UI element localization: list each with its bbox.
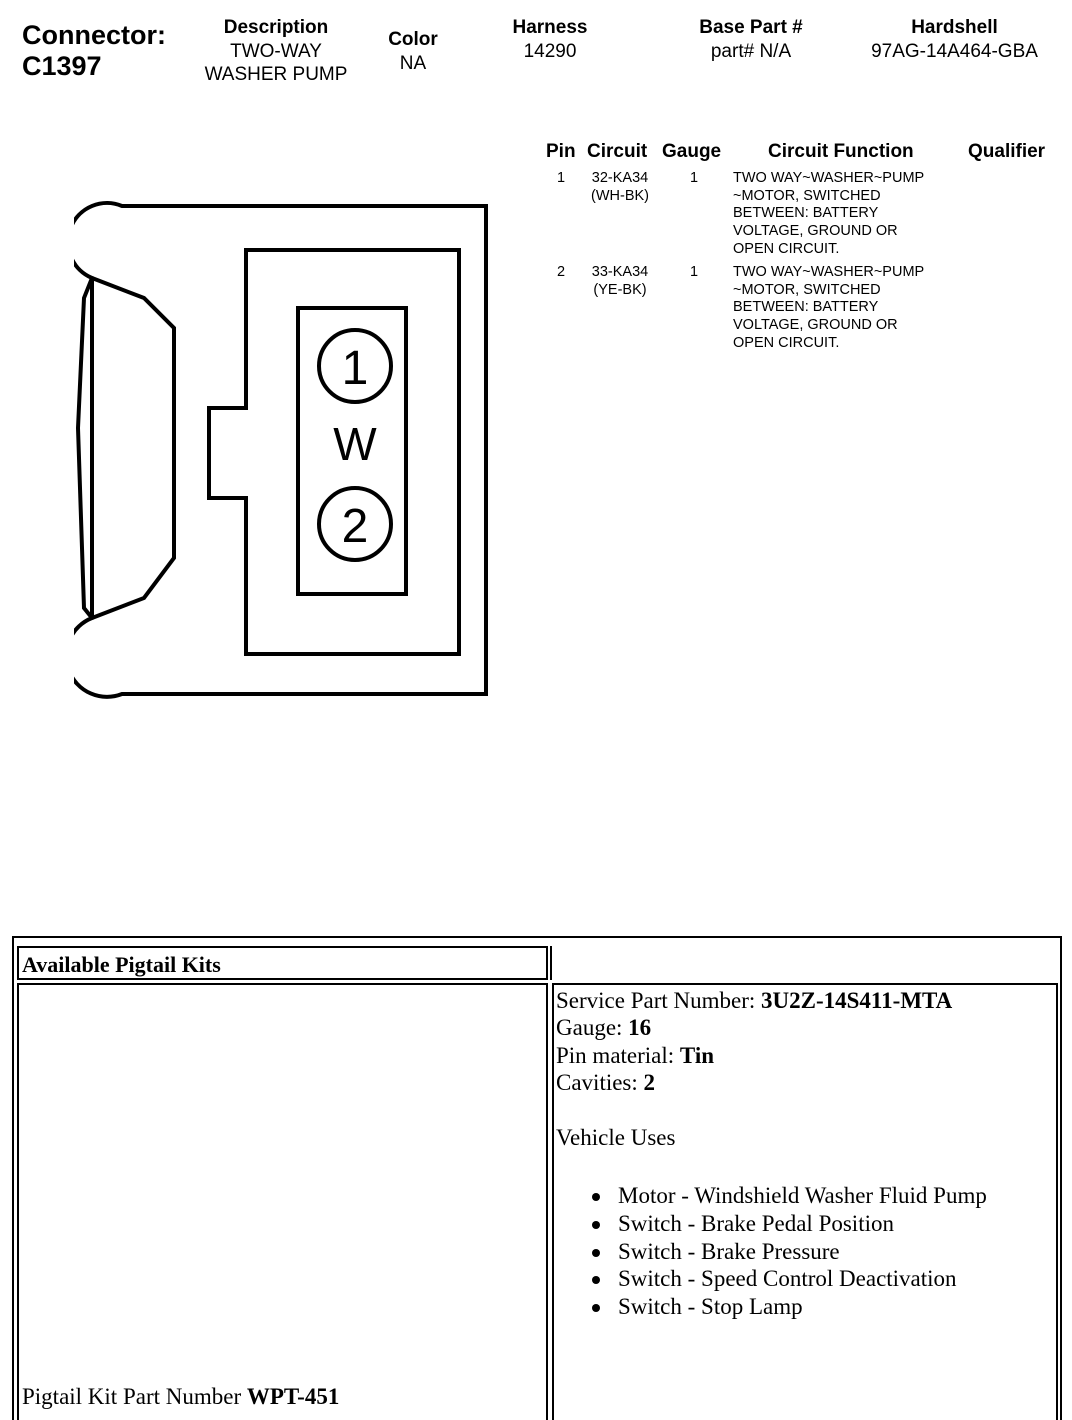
qualifier-header: Qualifier xyxy=(968,141,1046,162)
hardshell-column: Hardshell 97AG-14A464-GBA xyxy=(852,16,1057,63)
vehicle-use-text: Switch - Speed Control Deactivation xyxy=(618,1266,957,1292)
description-label: Description xyxy=(223,17,329,38)
row1-function: TWO WAY~WASHER~PUMP ~MOTOR, SWITCHED BET… xyxy=(733,170,924,259)
function-line: ~MOTOR, SWITCHED xyxy=(733,187,881,204)
base-part-label: Base Part # xyxy=(699,17,803,38)
row2-circuit-id: 33-KA34 xyxy=(591,264,649,280)
pin-2-label: 2 xyxy=(342,500,369,553)
kit-part-label: Pigtail Kit Part Number xyxy=(22,1384,247,1409)
connector-inner-housing xyxy=(207,248,461,656)
row2-function: TWO WAY~WASHER~PUMP ~MOTOR, SWITCHED BET… xyxy=(733,264,924,353)
connector-outer-shell xyxy=(74,201,488,699)
vehicle-uses-label: Vehicle Uses xyxy=(556,1125,676,1150)
bullet-icon xyxy=(592,1193,600,1201)
row2-circuit: 33-KA34 (YE-BK) xyxy=(585,264,655,299)
key-label: W xyxy=(333,418,377,470)
row1-circuit-id: 32-KA34 xyxy=(591,170,649,186)
vehicle-use-text: Switch - Stop Lamp xyxy=(618,1294,803,1320)
list-item: Switch - Brake Pressure xyxy=(590,1238,987,1266)
pigtail-kits-heading: Available Pigtail Kits xyxy=(17,946,548,980)
connector-label: Connector: xyxy=(22,20,166,50)
function-line: BETWEEN: BATTERY xyxy=(733,299,879,316)
pigtail-image-cell xyxy=(17,983,548,1420)
pin-material-label: Pin material: xyxy=(556,1043,680,1068)
harness-label: Harness xyxy=(512,17,588,38)
cavities-spec: Cavities: 2 xyxy=(556,1069,655,1097)
gauge-spec: Gauge: 16 xyxy=(556,1014,651,1042)
cavities-label: Cavities: xyxy=(556,1070,644,1095)
vehicle-use-text: Switch - Brake Pedal Position xyxy=(618,1210,894,1236)
function-line: TWO WAY~WASHER~PUMP xyxy=(733,170,925,186)
pin-material-value: Tin xyxy=(679,1043,715,1068)
cavities-value: 2 xyxy=(643,1070,656,1095)
connector-latch xyxy=(75,276,176,620)
list-item: Motor - Windshield Washer Fluid Pump xyxy=(590,1182,987,1210)
row2-circuit-color: (YE-BK) xyxy=(593,281,647,298)
description-line2: WASHER PUMP xyxy=(204,64,348,85)
connector-face-diagram: 1 2 W xyxy=(74,201,488,699)
function-line: OPEN CIRCUIT. xyxy=(733,240,840,257)
color-label: Color xyxy=(388,29,438,50)
bullet-icon xyxy=(592,1220,600,1229)
function-line: OPEN CIRCUIT. xyxy=(733,334,840,351)
row1-pin: 1 xyxy=(557,170,566,186)
pin-2-circle xyxy=(317,486,393,562)
gauge-header: Gauge xyxy=(662,141,722,162)
gauge-value: 16 xyxy=(628,1015,652,1040)
list-item: Switch - Speed Control Deactivation xyxy=(590,1265,987,1293)
bullet-icon xyxy=(592,1248,600,1257)
row2-pin: 2 xyxy=(557,264,566,280)
base-part-value: part# N/A xyxy=(710,41,792,62)
description-column: Description TWO-WAY WASHER PUMP xyxy=(186,16,366,86)
service-part-label: Service Part Number: xyxy=(556,988,762,1013)
vehicle-uses-list: Motor - Windshield Washer Fluid Pump Swi… xyxy=(590,1182,987,1321)
vehicle-use-text: Switch - Brake Pressure xyxy=(618,1238,840,1264)
pigtail-table xyxy=(12,936,1062,1420)
service-part-number: Service Part Number: 3U2Z-14S411-MTA xyxy=(556,987,952,1015)
service-part-value: 3U2Z-14S411-MTA xyxy=(761,988,953,1013)
vehicle-use-text: Motor - Windshield Washer Fluid Pump xyxy=(618,1183,987,1208)
function-header: Circuit Function xyxy=(768,141,914,162)
function-line: TWO WAY~WASHER~PUMP xyxy=(733,264,925,280)
pigtail-details-cell xyxy=(552,983,1058,1420)
pin-cavity xyxy=(296,306,408,596)
pin-1-circle xyxy=(317,328,393,404)
pigtail-right-header-cell xyxy=(550,946,1059,980)
harness-value: 14290 xyxy=(523,41,577,62)
bullet-icon xyxy=(592,1304,600,1313)
circuit-header: Circuit xyxy=(587,141,648,162)
hardshell-label: Hardshell xyxy=(911,17,998,38)
list-item: Switch - Stop Lamp xyxy=(590,1293,987,1321)
hardshell-value: 97AG-14A464-GBA xyxy=(871,41,1038,62)
pin-header: Pin xyxy=(546,141,576,162)
list-item: Switch - Brake Pedal Position xyxy=(590,1210,987,1238)
row1-circuit: 32-KA34 (WH-BK) xyxy=(585,170,655,205)
row1-circuit-color: (WH-BK) xyxy=(591,187,649,204)
kit-part-value: WPT-451 xyxy=(246,1384,340,1409)
function-line: BETWEEN: BATTERY xyxy=(733,205,879,222)
pigtail-kit-part-number: Pigtail Kit Part Number WPT-451 xyxy=(22,1384,339,1410)
base-part-column: Base Part # part# N/A xyxy=(676,16,826,63)
pin-1-label: 1 xyxy=(342,342,369,395)
function-line: VOLTAGE, GROUND OR xyxy=(733,223,898,240)
row1-gauge: 1 xyxy=(690,170,699,186)
harness-column: Harness 14290 xyxy=(490,16,610,63)
bullet-icon xyxy=(592,1276,600,1285)
function-line: ~MOTOR, SWITCHED xyxy=(733,281,881,298)
pin-material-spec: Pin material: Tin xyxy=(556,1042,714,1070)
connector-title: Connector: C1397 xyxy=(22,20,166,82)
connector-id: C1397 xyxy=(22,51,102,81)
color-value: NA xyxy=(399,53,427,74)
function-line: VOLTAGE, GROUND OR xyxy=(733,317,898,334)
row2-gauge: 1 xyxy=(690,264,699,280)
color-column: Color NA xyxy=(373,28,453,75)
gauge-label: Gauge: xyxy=(556,1015,629,1040)
description-line1: TWO-WAY xyxy=(230,41,322,62)
